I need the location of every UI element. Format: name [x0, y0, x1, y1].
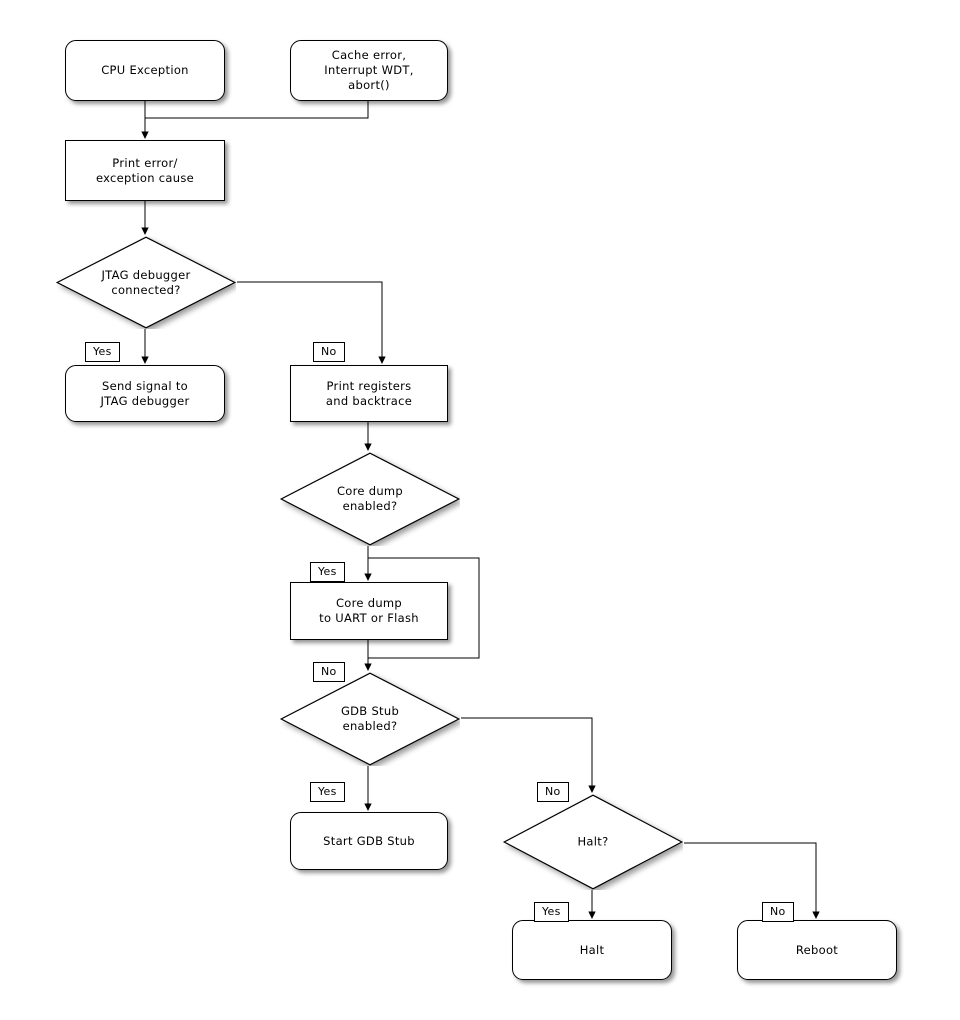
diamond-shape: [56, 236, 236, 329]
node-send-signal-jtag-label: Send signal to JTAG debugger: [100, 378, 190, 408]
node-cpu-exception-label: CPU Exception: [101, 63, 189, 77]
edge-jtag-no: [237, 281, 386, 364]
node-reboot-action-label: Reboot: [795, 942, 839, 957]
node-halt-action[interactable]: Halt: [512, 920, 672, 980]
edge-label-jtag-no: No: [313, 342, 345, 362]
diamond-shape: [280, 672, 460, 766]
edge-label-coredump-yes: Yes: [310, 562, 345, 582]
node-gdb-stub-decision[interactable]: GDB Stub enabled?: [280, 672, 460, 766]
edge-halt-no: [684, 842, 820, 919]
node-print-error[interactable]: Print error/ exception cause: [65, 140, 225, 201]
diamond-shape: [280, 452, 460, 546]
edge-label-gdbstub-no: No: [537, 782, 569, 802]
edge-label-halt-yes: Yes: [534, 902, 569, 922]
edge-label-coredump-no: No: [313, 662, 345, 682]
edge-label-jtag-yes: Yes: [85, 342, 120, 362]
diamond-shape: [503, 794, 683, 890]
edge-cache-to-print: [145, 101, 369, 119]
node-send-signal-jtag[interactable]: Send signal to JTAG debugger: [65, 365, 225, 422]
node-core-dump-decision[interactable]: Core dump enabled?: [280, 452, 460, 546]
node-start-gdb-stub[interactable]: Start GDB Stub: [290, 812, 448, 870]
node-cache-error[interactable]: Cache error, Interrupt WDT, abort(): [290, 40, 448, 101]
node-jtag-debugger-decision[interactable]: JTAG debugger connected?: [56, 236, 236, 329]
node-print-registers-label: Print registers and backtrace: [325, 378, 413, 408]
node-halt-action-label: Halt: [579, 942, 605, 957]
edge-label-gdbstub-yes: Yes: [310, 782, 345, 802]
node-reboot-action[interactable]: Reboot: [737, 920, 897, 980]
node-core-dump-action[interactable]: Core dump to UART or Flash: [290, 582, 448, 640]
edge-label-halt-no: No: [762, 902, 794, 922]
node-print-error-label: Print error/ exception cause: [95, 155, 195, 185]
node-halt-decision[interactable]: Halt?: [503, 794, 683, 890]
node-core-dump-action-label: Core dump to UART or Flash: [319, 596, 419, 625]
edge-gdbstub-no: [461, 717, 596, 793]
node-cache-error-label: Cache error, Interrupt WDT, abort(): [324, 48, 414, 92]
node-cpu-exception[interactable]: CPU Exception: [65, 40, 225, 101]
node-start-gdb-stub-label: Start GDB Stub: [323, 833, 415, 848]
node-print-registers[interactable]: Print registers and backtrace: [290, 365, 448, 422]
